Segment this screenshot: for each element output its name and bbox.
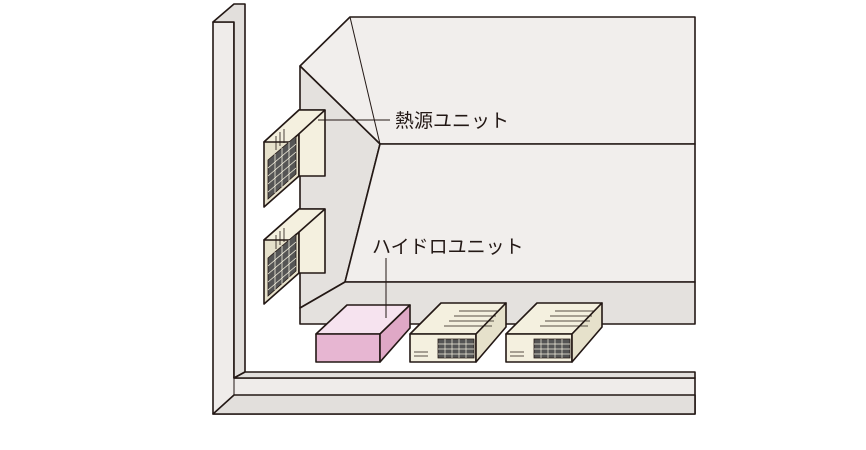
outer-wall-floor-edge [212, 394, 696, 415]
tank1-base [414, 351, 428, 357]
heat-source-unit-lower [263, 208, 326, 305]
tank-unit-2 [505, 302, 603, 363]
outer-wall-shelf [233, 371, 696, 379]
heat-source-unit-label: 熱源ユニット [395, 110, 509, 132]
unit-upper-grille-lines [267, 142, 297, 193]
tank1-grille-lines [438, 339, 474, 358]
building-front [344, 143, 696, 283]
hydro-side [379, 304, 411, 363]
unit-lower-top [263, 208, 326, 241]
tank2-vent [540, 310, 594, 327]
unit-upper-top [263, 109, 326, 143]
heat-source-unit-upper [263, 109, 326, 208]
hydro-front [315, 333, 381, 363]
tank-unit-1 [409, 302, 507, 363]
building [299, 16, 696, 325]
tank1-grille [437, 338, 475, 359]
outer-wall [212, 3, 696, 415]
unit-lower-grille-lines [267, 240, 297, 291]
building-ridge [349, 16, 381, 145]
unit-lower-louver [275, 228, 285, 249]
tank1-side [475, 302, 507, 363]
tank2-grille [533, 338, 571, 359]
tank1-vent [444, 310, 498, 327]
annotations: 熱源ユニット ハイドロユニット [318, 110, 524, 318]
unit-upper-louver [275, 129, 285, 150]
tank2-side [571, 302, 603, 363]
hydro-unit-label: ハイドロユニット [372, 236, 524, 258]
tank2-base [510, 351, 524, 357]
tank2-grille-lines [534, 339, 570, 358]
